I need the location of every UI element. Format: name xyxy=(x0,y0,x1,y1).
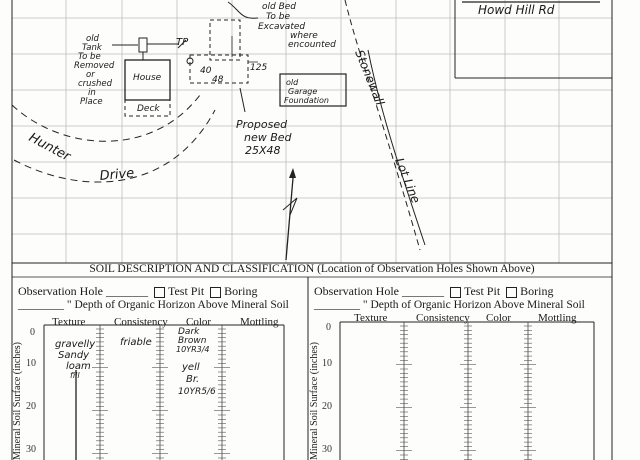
old-bed-line-1: old Bed xyxy=(262,2,296,12)
texture-entry-1: gravelly xyxy=(55,339,96,350)
right-test-pit-checkbox[interactable] xyxy=(449,286,461,298)
stonewall-lot-line xyxy=(344,0,426,251)
left-col-texture: Texture xyxy=(52,316,86,328)
svg-text:Removed: Removed xyxy=(74,61,115,71)
right-observation-row: Observation Hole _______ Test Pit Boring xyxy=(314,284,554,298)
right-depth-20: 20 xyxy=(322,401,332,412)
svg-text:Garage: Garage xyxy=(288,87,317,96)
left-observation-row: Observation Hole _______ Test Pit Boring xyxy=(18,284,258,298)
left-col-color: Color xyxy=(186,316,212,328)
svg-text:25X48: 25X48 xyxy=(245,144,281,157)
test-pit-marker: TP xyxy=(176,37,194,65)
right-col-consistency: Consistency xyxy=(416,312,470,324)
left-entries: gravelly Sandy loam fill friable Dark Br… xyxy=(55,327,216,460)
right-test-pit-label: Test Pit xyxy=(463,284,501,298)
svg-text:Tank: Tank xyxy=(82,43,103,53)
left-col-consistency: Consistency xyxy=(114,316,168,328)
left-y-axis-label: Mineral Soil Surface (inches) xyxy=(12,341,23,460)
left-col-mottling: Mottling xyxy=(240,316,279,328)
dim-40: 40 xyxy=(200,66,212,76)
left-soil-chart xyxy=(43,324,285,460)
texture-entry-4: fill xyxy=(70,371,80,380)
left-test-pit-label: Test Pit xyxy=(167,284,205,298)
drive-label: Drive xyxy=(99,166,135,184)
right-depth-10: 10 xyxy=(322,358,332,369)
road-box: Howd Hill Rd xyxy=(454,0,612,79)
proposed-bed-note: Proposed new Bed 25X48 xyxy=(236,87,293,157)
right-soil-chart xyxy=(339,321,595,460)
right-boring-checkbox[interactable] xyxy=(506,286,518,298)
road-name: Howd Hill Rd xyxy=(478,3,555,17)
right-col-color: Color xyxy=(486,312,512,324)
deck-label: Deck xyxy=(137,104,160,114)
texture-entry-3: loam xyxy=(66,361,91,372)
svg-text:Place: Place xyxy=(80,97,103,107)
left-depth-20: 20 xyxy=(26,401,36,412)
section-title: SOIL DESCRIPTION AND CLASSIFICATION (Loc… xyxy=(89,263,535,275)
right-observation-hole: Observation Hole _______ xyxy=(314,284,444,298)
svg-text:old: old xyxy=(286,78,299,87)
svg-text:or: or xyxy=(86,70,95,80)
dim-125: 125 xyxy=(250,63,267,73)
svg-text:Foundation: Foundation xyxy=(284,96,329,105)
deck xyxy=(124,99,171,117)
svg-text:old: old xyxy=(86,34,100,44)
old-bed-line-5: encounted xyxy=(288,40,336,50)
left-observation-hole: Observation Hole _______ xyxy=(18,284,148,298)
color-entry-5: Br. xyxy=(186,374,199,385)
house: House Deck xyxy=(124,59,171,117)
dim-48: 48 xyxy=(212,75,224,85)
right-depth-0: 0 xyxy=(326,322,331,333)
color-entry-1: Dark xyxy=(178,327,200,337)
left-depth-30: 30 xyxy=(26,444,36,455)
right-depth-30: 30 xyxy=(322,444,332,455)
svg-text:in: in xyxy=(88,88,96,98)
right-boring-label: Boring xyxy=(520,284,554,298)
left-boring-label: Boring xyxy=(224,284,258,298)
old-bed-line-4: where xyxy=(290,31,318,41)
svg-text:crushed: crushed xyxy=(78,79,113,89)
left-depth-line: ________ " Depth of Organic Horizon Abov… xyxy=(18,299,289,311)
left-depth-0: 0 xyxy=(30,327,35,338)
old-bed-line-3: Excavated xyxy=(258,22,305,32)
left-boring-checkbox[interactable] xyxy=(210,286,222,298)
old-bed-outline xyxy=(209,19,241,61)
tp-label: TP xyxy=(176,37,189,48)
old-bed-note: old Bed To be Excavated where encounted xyxy=(227,1,336,50)
svg-text:new Bed: new Bed xyxy=(244,131,293,144)
right-y-axis-label: Mineral Soil Surface (inches) xyxy=(309,341,320,460)
tank-symbol xyxy=(138,37,148,53)
left-depth-10: 10 xyxy=(26,358,36,369)
hunter-drive xyxy=(11,94,216,183)
left-test-pit-checkbox[interactable] xyxy=(153,286,165,298)
consistency-entry: friable xyxy=(120,337,152,348)
color-entry-6: 10YR5/6 xyxy=(178,387,216,397)
color-entry-4: yell xyxy=(181,362,200,373)
color-entry-3: 10YR3/4 xyxy=(176,345,210,354)
north-arrow-icon xyxy=(282,168,298,261)
texture-entry-2: Sandy xyxy=(58,350,90,361)
stonewall-label: Stonewall xyxy=(352,48,387,108)
svg-text:To be: To be xyxy=(78,52,101,62)
old-bed-line-2: To be xyxy=(266,12,290,22)
svg-text:Proposed: Proposed xyxy=(236,118,288,131)
proposed-bed-outline xyxy=(189,54,249,84)
color-entry-2: Brown xyxy=(178,336,207,346)
right-col-mottling: Mottling xyxy=(538,312,577,324)
right-col-texture: Texture xyxy=(354,312,388,324)
old-tank-note: old Tank To be Removed or crushed in Pla… xyxy=(74,34,138,107)
garage-foundation: old Garage Foundation xyxy=(279,73,347,107)
house-label: House xyxy=(133,73,162,83)
right-depth-line: ________ " Depth of Organic Horizon Abov… xyxy=(314,299,585,311)
